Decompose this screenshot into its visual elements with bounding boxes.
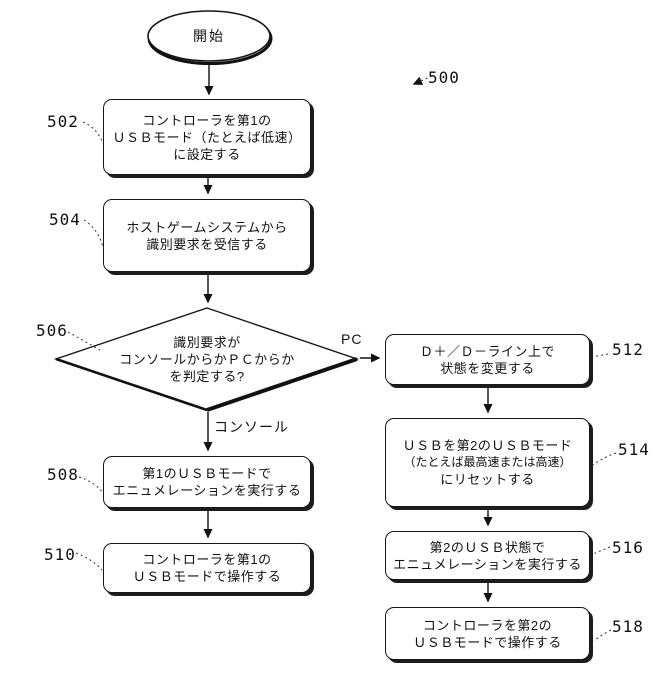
ref-label-502: 502 — [47, 112, 79, 131]
box-510-line-1: コントローラを第1の — [142, 552, 272, 567]
leader-506 — [67, 331, 101, 351]
ref-label-516: 516 — [612, 538, 644, 557]
process-box-514: ＵＳＢを第2のＵＳＢモード （たとえば最高速または高速） にリセットする — [385, 418, 590, 507]
box-508-line-1: 第1のＵＳＢモードで — [142, 466, 272, 481]
box-518-line-2: ＵＳＢモードで操作する — [413, 634, 562, 650]
box-512-line-2: 状態を変更する — [440, 360, 535, 376]
flow-arrows — [203, 63, 493, 603]
box-514-line-1: ＵＳＢを第2のＵＳＢモード — [402, 438, 573, 453]
branch-label-console: コンソール — [214, 419, 289, 435]
box-518-line-1: コントローラを第2の — [422, 617, 553, 633]
leader-500 — [412, 75, 433, 85]
process-box-510: コントローラを第1の ＵＳＢモードで操作する — [103, 543, 311, 593]
process-box-518: コントローラを第2の ＵＳＢモードで操作する — [385, 607, 590, 660]
box-504-line-2: 識別要求を受信する — [146, 236, 268, 252]
process-box-508: 第1のＵＳＢモードで エニュメレーションを実行する — [103, 456, 311, 508]
ref-label-508: 508 — [47, 465, 79, 484]
decision-line-2: コンソールからかＰＣからか — [119, 351, 295, 367]
branch-label-pc: PC — [341, 331, 363, 347]
leader-516 — [592, 546, 611, 555]
decision-line-1: 識別要求が — [173, 334, 241, 350]
diamond-shadow-edge-right — [206, 357, 358, 412]
leader-510 — [75, 552, 103, 571]
decision-line-3: を判定する? — [169, 368, 245, 384]
figure-ref-500: 500 — [428, 68, 460, 87]
box-510-line-2: ＵＳＢモードで操作する — [132, 569, 282, 584]
box-502-line-2: ＵＳＢモード（たとえば低速） — [112, 129, 302, 145]
ref-label-518: 518 — [612, 617, 644, 636]
diamond-shadow-edge-left — [55, 357, 208, 412]
process-box-502: コントローラを第1の ＵＳＢモード（たとえば低速） に設定する — [103, 99, 311, 175]
ref-label-514: 514 — [618, 440, 650, 459]
box-514-line-3: にリセットする — [440, 472, 535, 487]
start-label: 開始 — [193, 27, 225, 44]
box-514-line-2: （たとえば最高速または高速） — [403, 455, 572, 469]
leader-514 — [592, 452, 617, 466]
process-box-504: ホストゲームシステムから 識別要求を受信する — [103, 199, 311, 272]
box-502-line-1: コントローラを第1の — [142, 112, 272, 128]
leader-512 — [591, 353, 609, 358]
ref-label-512: 512 — [612, 340, 644, 359]
leader-508 — [78, 476, 104, 494]
process-box-512: Ｄ＋／Ｄ－ライン上で 状態を変更する — [385, 334, 590, 385]
box-516-line-1: 第2のＵＳＢ状態で — [429, 539, 546, 555]
leader-504 — [83, 219, 104, 248]
box-508-line-2: エニュメレーションを実行する — [112, 483, 302, 498]
leader-502 — [82, 121, 104, 144]
ref-label-506: 506 — [36, 321, 68, 340]
box-502-line-3: に設定する — [173, 146, 241, 162]
ref-label-504: 504 — [49, 210, 81, 229]
ref-label-510: 510 — [44, 545, 76, 564]
start-oval — [147, 10, 271, 62]
decision-node-506: 識別要求が コンソールからかＰＣからか を判定する? — [100, 332, 314, 386]
box-512-line-1: Ｄ＋／Ｄ－ライン上で — [419, 343, 555, 359]
start-node: 開始 — [147, 11, 271, 61]
leader-518 — [593, 629, 612, 642]
box-504-line-1: ホストゲームシステムから — [126, 219, 288, 235]
box-516-line-2: エニュメレーションを実行する — [393, 556, 582, 572]
ref-leader-lines — [67, 75, 617, 642]
process-box-516: 第2のＵＳＢ状態で エニュメレーションを実行する — [385, 531, 590, 580]
